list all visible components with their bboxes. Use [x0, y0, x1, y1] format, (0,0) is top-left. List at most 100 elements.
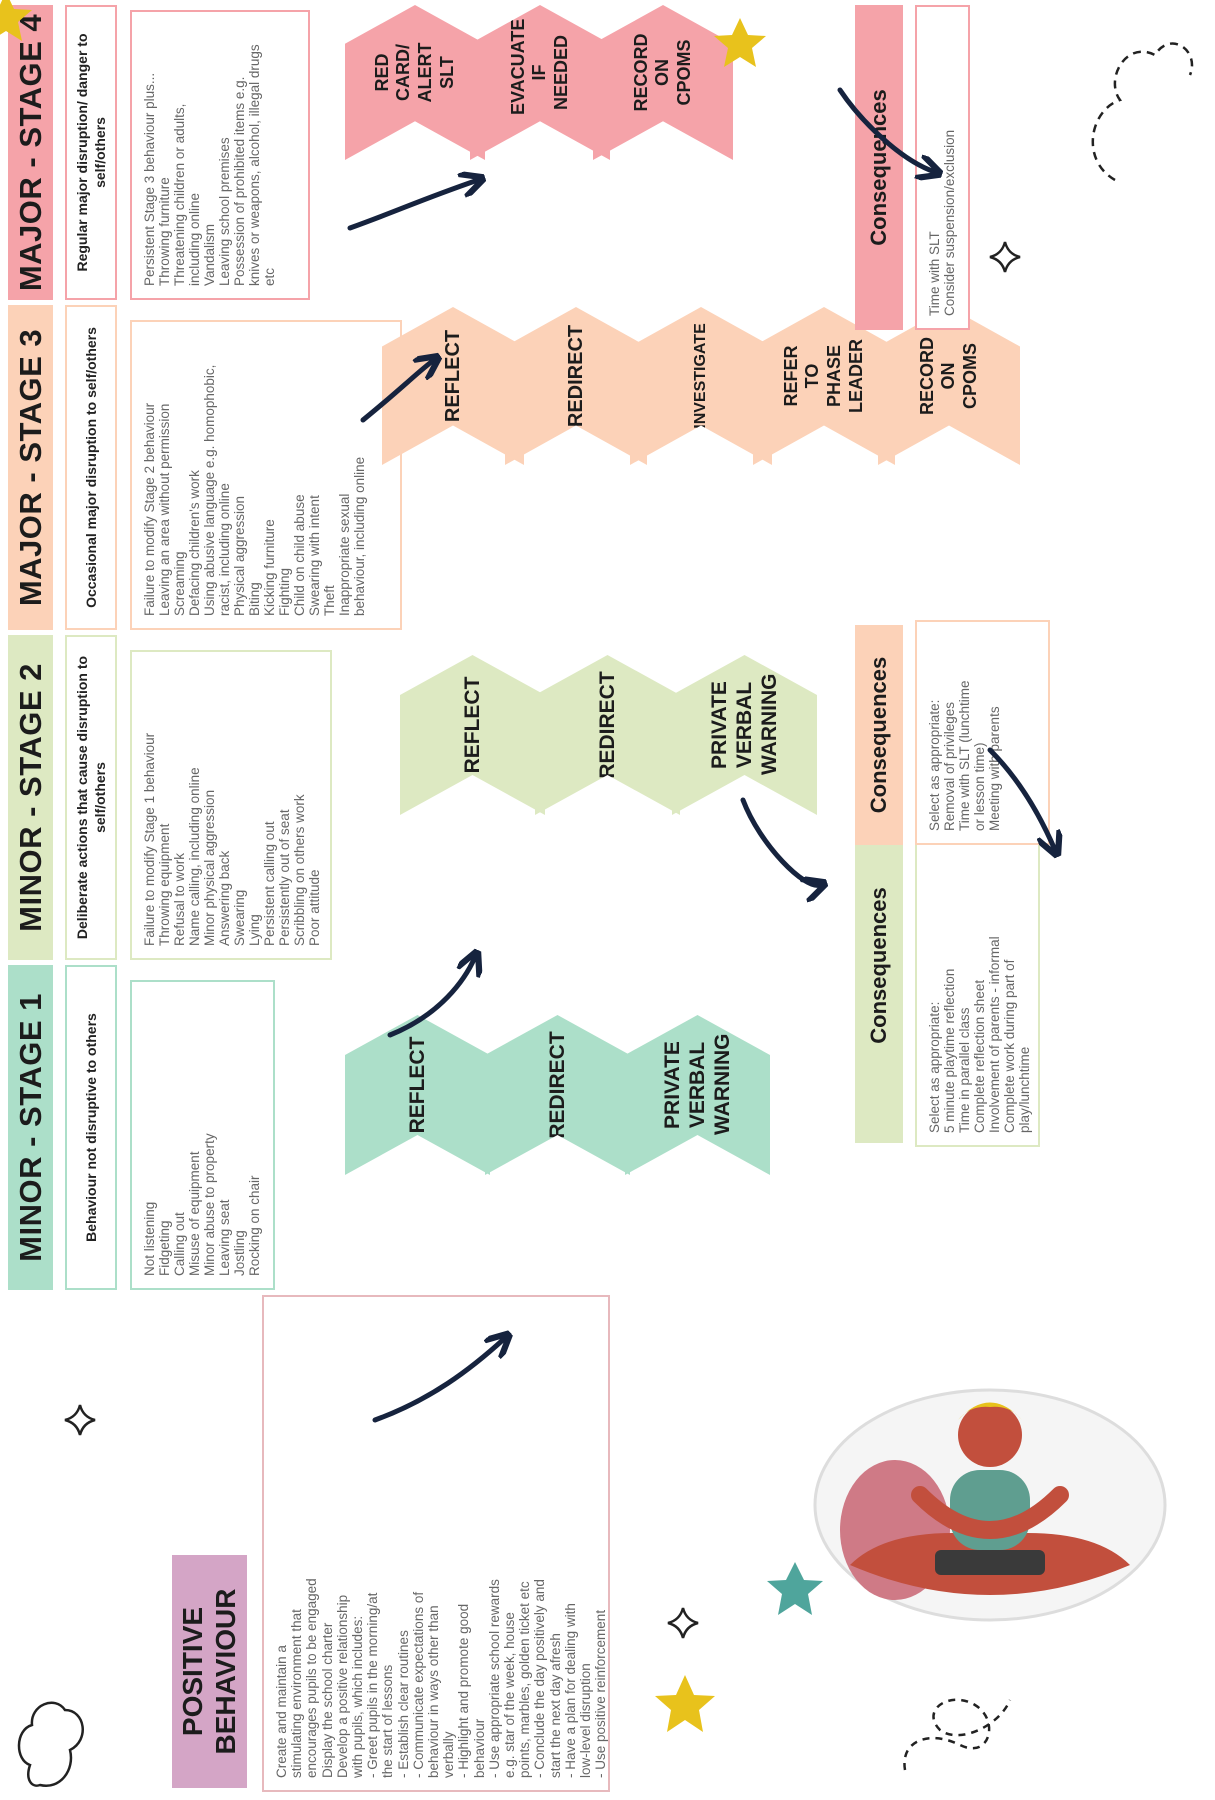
title-line: BEHAVIOUR — [209, 1588, 241, 1755]
list-item: Develop a positive relationship — [334, 1594, 350, 1778]
stage2-description: Deliberate actions that cause disruption… — [65, 635, 117, 960]
list-item: Scribbling on others work — [292, 794, 307, 946]
list-item: Threatening children or adults, — [172, 103, 187, 286]
list-item: Leaving school premises — [217, 137, 232, 286]
list-item: Removal of privileges — [942, 701, 957, 831]
list-item: Meeting with parents — [987, 706, 1002, 831]
stage1-title: MINOR - STAGE 1 — [8, 965, 53, 1290]
list-item: racist, including online — [217, 483, 232, 616]
list-item: Leaving seat — [217, 1199, 232, 1276]
list-item: Swearing — [232, 889, 247, 946]
stage3-consequences-title: Consequences — [855, 625, 903, 845]
list-item: Calling out — [172, 1212, 187, 1276]
list-item: Answering back — [217, 850, 232, 946]
step-label: REFLECT — [460, 676, 484, 774]
list-item: Fighting — [277, 567, 292, 616]
stage3-step-investigate: INVESTIGATE — [630, 307, 772, 465]
step-label: RECORD ON CPOMS — [916, 337, 980, 416]
list-item: 5 minute playtime reflection — [942, 968, 957, 1133]
list-item: behaviour, including online — [352, 456, 367, 616]
list-item: - Establish clear routines — [395, 1630, 411, 1778]
list-item: Rocking on chair — [247, 1175, 262, 1276]
list-item: or lesson time) — [972, 742, 987, 831]
step-label: RECORD ON CPOMS — [630, 33, 694, 112]
list-item: Vandalism — [202, 223, 217, 286]
list-item: behaviour — [471, 1718, 487, 1778]
stage3-consequences-list: Select as appropriate: Removal of privil… — [915, 620, 1050, 845]
positive-behaviour-list: Create and maintain a stimulating enviro… — [262, 1295, 610, 1792]
step-label: REFER TO PHASE LEADER — [780, 339, 866, 414]
list-item: with pupils, which includes: — [350, 1615, 366, 1778]
stage1-step-private-verbal-warning: PRIVATE VERBAL WARNING — [625, 1015, 770, 1175]
flow-arrow — [740, 797, 820, 885]
stage1-step-reflect: REFLECT — [345, 1015, 490, 1175]
cloud-icon — [17, 1701, 84, 1788]
cloud-icon — [1091, 42, 1194, 182]
sparkle-icon — [989, 241, 1021, 273]
squiggle-icon — [903, 1698, 1012, 1771]
list-item: - Have a plan for dealing with — [562, 1603, 578, 1778]
stage1-step-redirect: REDIRECT — [485, 1015, 630, 1175]
list-item: etc — [262, 267, 277, 286]
stage2-behaviour-list: Failure to modify Stage 1 behaviour Thro… — [130, 650, 332, 960]
list-item: points, marbles, golden ticket etc — [517, 1581, 533, 1778]
list-item: Defacing children's work — [187, 470, 202, 616]
stage3-step-record-on-cpoms: RECORD ON CPOMS — [878, 307, 1020, 465]
flow-arrow — [347, 180, 478, 231]
list-item: Minor physical aggression — [202, 789, 217, 946]
list-item: stimulating environment that — [289, 1609, 305, 1778]
stage4-behaviour-list: Persistent Stage 3 behaviour plus... Thr… — [130, 10, 310, 300]
list-item: Misuse of equipment — [187, 1151, 202, 1276]
list-item: Name calling, including online — [187, 767, 202, 946]
list-item: start the next day afresh — [547, 1633, 563, 1778]
stage3-step-redirect: REDIRECT — [505, 307, 647, 465]
list-item: Persistent Stage 3 behaviour plus... — [142, 72, 157, 286]
step-label: EVACUATE IF NEEDED — [507, 18, 571, 115]
list-item: Involvement of parents - informal — [987, 936, 1002, 1133]
list-item: Theft — [322, 585, 337, 616]
list-item: Create and maintain a — [274, 1645, 289, 1778]
list-item: Display the school charter — [319, 1622, 335, 1778]
stage3-step-reflect: REFLECT — [382, 307, 524, 465]
list-item: Using abusive language e.g. homophobic, — [202, 364, 217, 616]
stage1-behaviour-list: Not listening Fidgeting Calling out Misu… — [130, 980, 275, 1290]
stage4-step-record-on-cpoms: RECORD ON CPOMS — [593, 5, 733, 160]
stage4-consequences-list: Time with SLT Consider suspension/exclus… — [915, 5, 970, 330]
list-item: Throwing furniture — [157, 177, 172, 286]
list-item: - Greet pupils in the morning/at — [365, 1592, 381, 1778]
list-item: Biting — [247, 582, 262, 616]
stage1-description: Behaviour not disruptive to others — [65, 965, 117, 1290]
list-item: Consider suspension/exclusion — [942, 129, 957, 316]
list-item: - Highlight and promote good — [456, 1603, 472, 1778]
star-icon — [767, 1562, 823, 1615]
list-item: Time in parallel class — [957, 1007, 972, 1133]
step-label: REDIRECT — [595, 671, 619, 779]
stage4-step-red-card-alert-slt: RED CARD/ ALERT SLT — [345, 5, 485, 160]
stage2-step-redirect: REDIRECT — [535, 655, 680, 815]
list-item: - Communicate expectations of — [410, 1591, 426, 1778]
list-item: behaviour in ways other than — [426, 1605, 442, 1778]
list-item: Persistent calling out — [262, 821, 277, 946]
list-item: Jostling — [232, 1230, 247, 1276]
list-item: Refusal to work — [172, 852, 187, 946]
list-item: low-level disruption — [578, 1663, 594, 1778]
stage4-description: Regular major disruption/ danger to self… — [65, 5, 117, 300]
stage3-step-refer-to-phase-leader: REFER TO PHASE LEADER — [753, 307, 895, 465]
list-item: the start of lessons — [380, 1664, 396, 1778]
step-label: REDIRECT — [565, 324, 587, 428]
title-line: POSITIVE — [177, 1606, 209, 1737]
list-item: verbally — [441, 1731, 457, 1778]
list-item: Child on child abuse — [292, 494, 307, 616]
star-icon — [655, 1675, 715, 1732]
stage3-description: Occasional major disruption to self/othe… — [65, 305, 117, 630]
list-item: Time with SLT — [927, 231, 942, 316]
list-item: play/lunchtime — [1017, 1046, 1032, 1133]
step-label: REDIRECT — [545, 1031, 569, 1139]
list-item: Persistently out of seat — [277, 809, 292, 946]
stage2-step-reflect: REFLECT — [400, 655, 545, 815]
stage2-step-private-verbal-warning: PRIVATE VERBAL WARNING — [672, 655, 817, 815]
step-label: RED CARD/ ALERT SLT — [371, 42, 457, 103]
list-item: Throwing equipment — [157, 823, 172, 946]
list-item: Lying — [247, 914, 262, 946]
